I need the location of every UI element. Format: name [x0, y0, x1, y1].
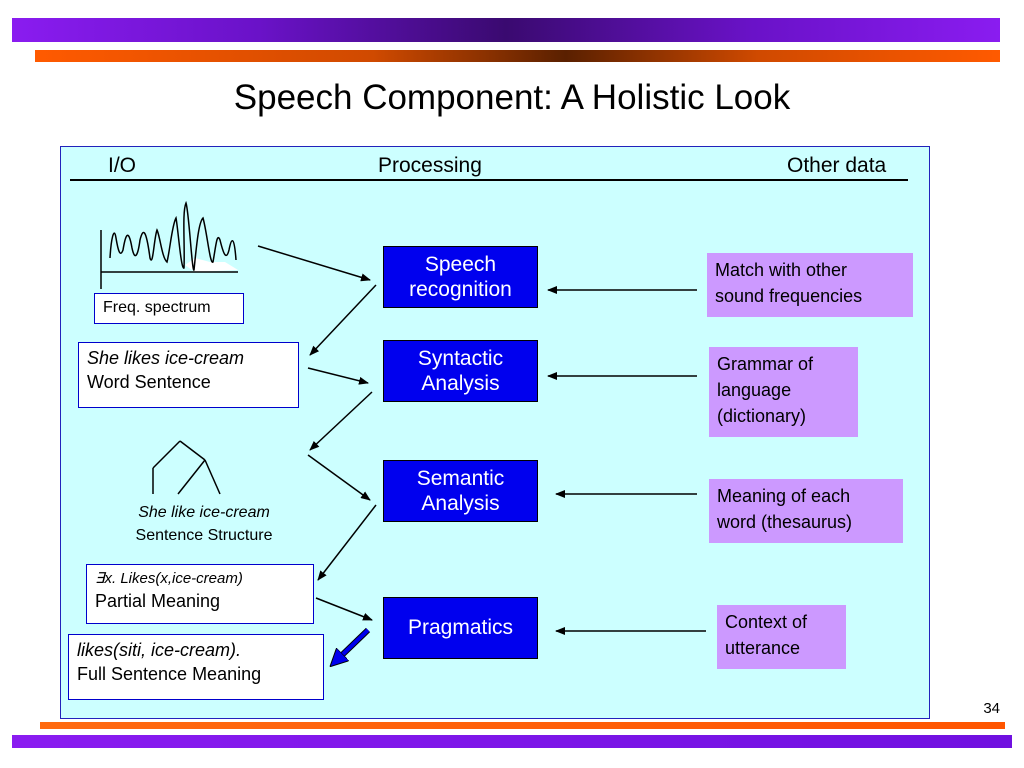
top-orange-bar	[35, 50, 1000, 62]
freq-spectrum-label: Freq. spectrum	[103, 299, 211, 316]
partial-meaning-box: ∃x. Likes(x,ice-cream) Partial Meaning	[86, 564, 314, 624]
other-data-speech-line2: sound frequencies	[715, 286, 863, 307]
page-number: 34	[983, 700, 1000, 717]
syntactic-analysis-line1: Syntactic	[417, 346, 504, 370]
other-data-meaning-box: Meaning of each word (thesaurus)	[709, 479, 903, 543]
full-meaning-label: Full Sentence Meaning	[77, 664, 262, 685]
other-data-context-line1: Context of	[725, 612, 808, 632]
word-sentence-example: She likes ice-cream	[87, 348, 245, 368]
syntactic-analysis-box: Syntactic Analysis	[383, 340, 538, 402]
bottom-orange-bar	[40, 722, 1005, 729]
semantic-analysis-line2: Analysis	[421, 492, 500, 515]
semantic-analysis-box: Semantic Analysis	[383, 460, 538, 522]
header-io: I/O	[108, 154, 137, 177]
partial-meaning-label: Partial Meaning	[95, 591, 221, 611]
other-data-speech-box: Match with other sound frequencies	[707, 253, 913, 317]
speech-recognition-line1: Speech	[424, 252, 497, 276]
other-data-grammar-line1: Grammar of	[717, 354, 814, 374]
header-other-data: Other data	[787, 154, 887, 177]
waveform-icon	[100, 200, 238, 289]
pragmatics-label: Pragmatics	[407, 616, 514, 640]
syntactic-analysis-line2: Analysis	[421, 372, 500, 395]
speech-recognition-line2: recognition	[409, 278, 512, 301]
other-data-context-line2: utterance	[725, 638, 801, 659]
other-data-meaning-line1: Meaning of each	[717, 486, 851, 506]
header-rule	[70, 179, 908, 181]
parse-tree-icon	[152, 440, 221, 495]
header-processing: Processing	[378, 154, 482, 177]
flow-arrows	[257, 245, 706, 635]
other-data-grammar-line3: (dictionary)	[717, 406, 807, 427]
bottom-purple-bar	[12, 735, 1012, 748]
other-data-meaning-line2: word (thesaurus)	[717, 512, 853, 533]
partial-meaning-example: ∃x. Likes(x,ice-cream)	[95, 570, 243, 587]
freq-spectrum-box: Freq. spectrum	[94, 293, 244, 324]
other-data-grammar-box: Grammar of language (dictionary)	[709, 347, 858, 437]
speech-recognition-box: Speech recognition	[383, 246, 538, 308]
word-sentence-label: Word Sentence	[87, 372, 211, 393]
sentence-structure-example: She like ice-cream	[138, 504, 270, 521]
slide-title: Speech Component: A Holistic Look	[233, 78, 791, 117]
top-purple-bar	[12, 18, 1000, 42]
other-data-grammar-line2: language	[717, 380, 792, 401]
final-meaning-arrow	[340, 628, 370, 657]
other-data-context-box: Context of utterance	[717, 605, 846, 669]
full-meaning-box: likes(siti, ice-cream). Full Sentence Me…	[68, 634, 324, 700]
sentence-structure-caption: She like ice-cream Sentence Structure	[104, 501, 304, 547]
word-sentence-box: She likes ice-cream Word Sentence	[78, 342, 299, 408]
sentence-structure-label: Sentence Structure	[135, 527, 273, 545]
other-data-speech-line1: Match with other	[715, 260, 848, 280]
semantic-analysis-line1: Semantic	[416, 466, 505, 490]
pragmatics-box: Pragmatics	[383, 597, 538, 659]
full-meaning-example: likes(siti, ice-cream).	[77, 640, 242, 660]
